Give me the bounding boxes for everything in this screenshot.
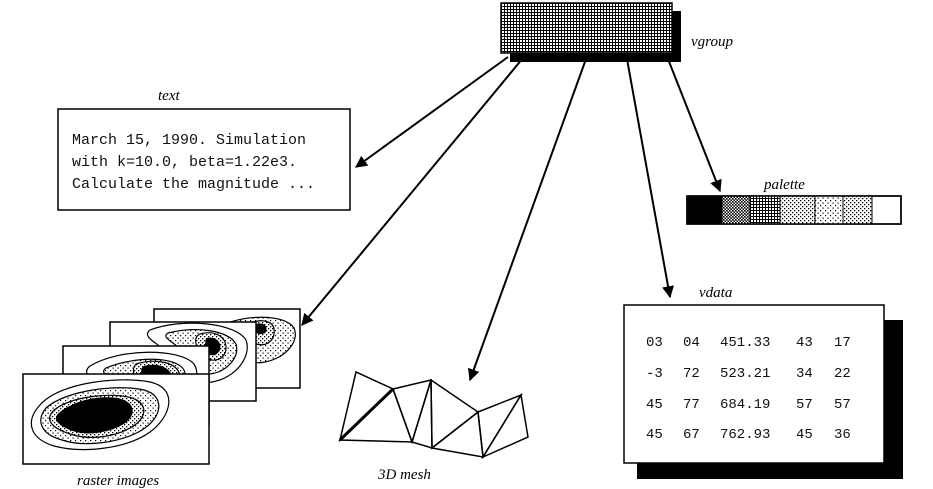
vdata-cell: 762.93	[720, 427, 770, 443]
text-line-1: March 15, 1990. Simulation	[72, 132, 306, 149]
arrow-to-vdata	[626, 58, 674, 299]
vdata-node: vdata 03 04 451.33 43 17 -3 72 523.21 34 22 45 77 68…	[623, 285, 903, 479]
vgroup-label: vgroup	[691, 34, 733, 50]
mesh-node: 3D mesh	[338, 370, 529, 483]
vdata-cell: 45	[796, 427, 813, 443]
palette-swatch-2	[722, 196, 750, 224]
mesh-face-6	[430, 410, 484, 458]
vdata-cell: 17	[834, 335, 851, 351]
mesh-face-1	[338, 370, 395, 443]
vdata-cell: 523.21	[720, 366, 770, 382]
vdata-cell: 03	[646, 335, 663, 351]
text-line-2: with k=10.0, beta=1.22e3.	[72, 154, 297, 171]
arrows	[301, 56, 722, 382]
palette-label: palette	[763, 177, 805, 193]
mesh-face-4	[411, 379, 433, 450]
vdata-cell: 57	[796, 397, 813, 413]
vdata-cell: 45	[646, 427, 663, 443]
mesh-face-3	[392, 378, 433, 445]
palette-swatch-3	[750, 196, 780, 224]
palette-swatch-4	[780, 196, 815, 224]
vdata-cell: 34	[796, 366, 813, 382]
arrow-to-palette	[667, 58, 722, 193]
vdata-cell: 684.19	[720, 397, 770, 413]
vdata-label: vdata	[699, 285, 732, 301]
vdata-cell: 67	[683, 427, 700, 443]
vdata-cell: 36	[834, 427, 851, 443]
palette-swatch-5	[815, 196, 843, 224]
vdata-cell: 22	[834, 366, 851, 382]
palette-node: palette	[686, 177, 902, 225]
vdata-cell: 45	[646, 397, 663, 413]
mesh-label: 3D mesh	[377, 467, 431, 483]
text-label: text	[158, 88, 180, 104]
arrow-to-text	[355, 56, 509, 168]
palette-swatch-1	[687, 196, 722, 224]
vdata-cell: -3	[646, 366, 663, 382]
text-box	[57, 108, 351, 211]
vgroup-box	[500, 2, 673, 54]
palette-swatch-6	[843, 196, 872, 224]
vdata-cell: 72	[683, 366, 700, 382]
raster-images-node: raster images	[22, 308, 301, 489]
vdata-table: 03 04 451.33 43 17 -3 72 523.21 34 22 45 77 684.19 57…	[646, 335, 851, 443]
vdata-cell: 77	[683, 397, 700, 413]
vdata-cell: 451.33	[720, 335, 770, 351]
vdata-cell: 43	[796, 335, 813, 351]
vdata-cell: 57	[834, 397, 851, 413]
arrow-to-mesh	[468, 58, 587, 382]
raster-images-label: raster images	[77, 473, 159, 489]
text-node: text March 15, 1990. Simulation with k=1…	[57, 88, 351, 211]
arrow-to-raster	[301, 57, 524, 326]
vdata-cell: 04	[683, 335, 700, 351]
text-line-3: Calculate the magnitude ...	[72, 176, 315, 193]
vdata-box	[623, 304, 885, 464]
raster-image-1	[22, 373, 210, 465]
mesh-face-5	[430, 378, 480, 450]
vgroup-node: vgroup	[500, 2, 733, 62]
mesh-face-8	[481, 392, 529, 459]
